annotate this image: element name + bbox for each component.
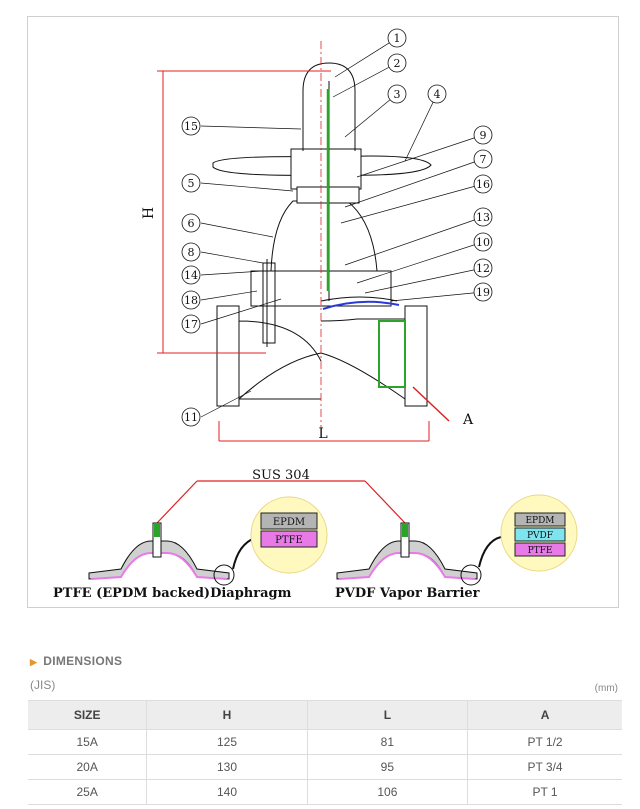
dimensions-heading: ▶ DIMENSIONS [30,654,122,668]
callout-number: 13 [476,211,490,224]
callout-3: 3 [387,84,407,104]
callout-19: 19 [473,282,493,302]
cell-a: PT 3/4 [467,754,622,780]
callout-17: 17 [181,314,201,334]
callout-number: 7 [480,153,487,166]
callout-leaders [200,37,484,418]
cell-size: 25A [28,779,148,805]
callout-number: 15 [184,120,198,133]
dimensions-table: SIZE H L A 15A 125 81 PT 1/2 20A 130 95 … [28,700,622,805]
standard-label: (JIS) [30,678,56,692]
callout-7: 7 [473,149,493,169]
column-header-a: A [467,700,622,730]
callout-number: 12 [476,262,490,275]
left-diaphragm-detail: EPDM PTFE PTFE (EPDM backed)Diaphragm [53,496,328,601]
cell-a: PT 1 [467,779,622,805]
left-diaphragm-caption: PTFE (EPDM backed)Diaphragm [53,586,292,601]
chevron-right-icon: ▶ [30,657,38,667]
table-header-row: SIZE H L A [28,700,622,730]
callout-11: 11 [181,407,201,427]
callout-15: 15 [181,116,201,136]
column-header-size: SIZE [28,700,148,730]
callout-8: 8 [181,242,201,262]
callout-number: 1 [394,32,401,45]
callout-number: 8 [188,246,195,259]
dimensions-heading-text: DIMENSIONS [43,654,123,668]
cell-h: 130 [146,754,308,780]
material-label: SUS 304 [252,468,310,483]
dimension-a-label: A [462,412,474,428]
callout-number: 17 [184,318,198,331]
callout-6: 6 [181,213,201,233]
cell-l: 95 [307,754,469,780]
callout-number: 5 [188,177,195,190]
right-layer-pvdf: PVDF [527,531,553,541]
callout-number: 18 [184,294,198,307]
callout-number: 16 [476,178,490,191]
left-layer-ptfe: PTFE [275,535,303,546]
dimension-l-label: L [318,426,327,442]
callout-number: 2 [394,57,401,70]
callout-10: 10 [473,232,493,252]
callout-13: 13 [473,207,493,227]
cell-a: PT 1/2 [467,729,622,755]
right-diaphragm-caption: PVDF Vapor Barrier [335,586,480,601]
callout-16: 16 [473,174,493,194]
callout-number: 3 [394,88,401,101]
cell-size: 20A [28,754,148,780]
dimension-h-label: H [141,207,157,219]
column-header-h: H [146,700,308,730]
callout-2: 2 [387,53,407,73]
callout-9: 9 [473,125,493,145]
left-layer-epdm: EPDM [273,517,305,528]
cell-size: 15A [28,729,148,755]
callout-number: 4 [434,88,441,101]
callout-12: 12 [473,258,493,278]
cell-h: 140 [146,779,308,805]
callout-5: 5 [181,173,201,193]
right-diaphragm-detail: EPDM PVDF PTFE PVDF Vapor Barrier [335,494,578,601]
table-row: 25A 140 106 PT 1 [28,779,622,805]
callout-number: 11 [184,411,198,424]
callout-18: 18 [181,290,201,310]
valve-body [212,62,432,407]
cell-l: 81 [307,729,469,755]
column-header-l: L [307,700,469,730]
callout-number: 6 [188,217,195,230]
cell-h: 125 [146,729,308,755]
callout-1: 1 [387,28,407,48]
table-row: 15A 125 81 PT 1/2 [28,729,622,755]
right-layer-epdm: EPDM [525,516,554,526]
callout-number: 9 [480,129,487,142]
callout-number: 14 [184,269,198,282]
cell-l: 106 [307,779,469,805]
right-layer-ptfe: PTFE [528,546,553,556]
callout-number: 10 [476,236,490,249]
unit-label: (mm) [594,683,618,694]
table-row: 20A 130 95 PT 3/4 [28,754,622,780]
callout-4: 4 [427,84,447,104]
callout-number: 19 [476,286,490,299]
callout-14: 14 [181,265,201,285]
